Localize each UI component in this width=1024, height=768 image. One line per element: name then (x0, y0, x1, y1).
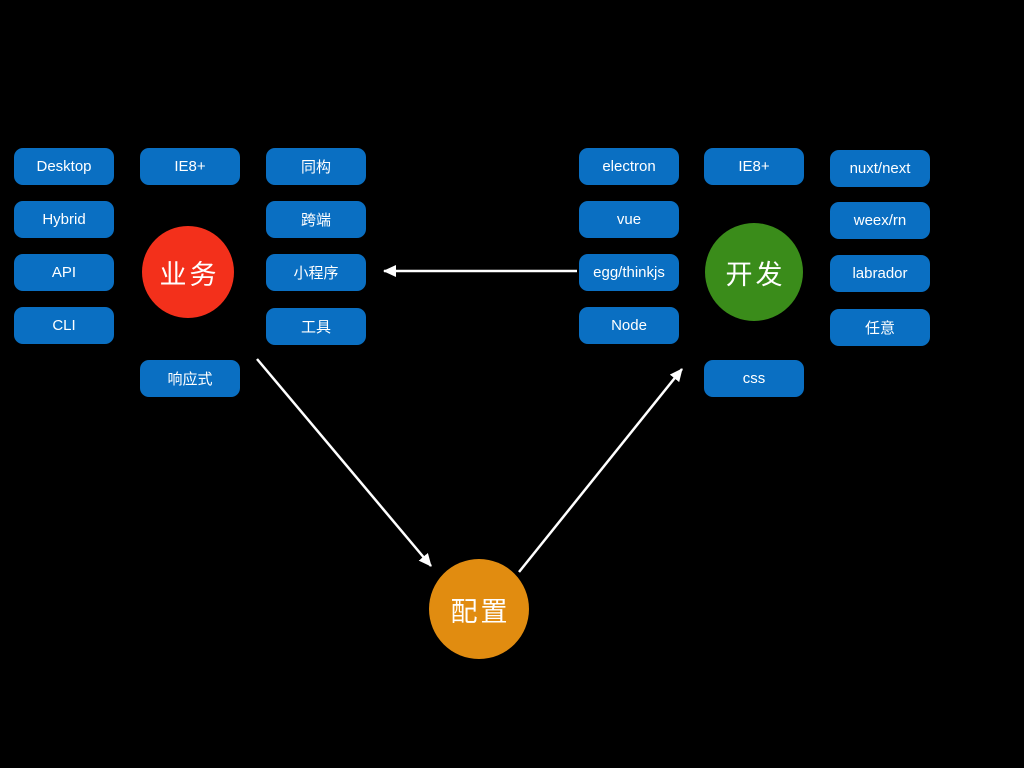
config-circle: 配置 (429, 559, 529, 659)
pill-tools: 工具 (266, 308, 366, 345)
pill-labrador: labrador (830, 255, 930, 292)
pill-api: API (14, 254, 114, 291)
pill-css: css (704, 360, 804, 397)
pill-weex-rn: weex/rn (830, 202, 930, 239)
pill-hybrid: Hybrid (14, 201, 114, 238)
pill-desktop: Desktop (14, 148, 114, 185)
pill-vue: vue (579, 201, 679, 238)
arrow-business-to-config (256, 358, 432, 567)
pill-electron: electron (579, 148, 679, 185)
pill-isomorphic: 同构 (266, 148, 366, 185)
pill-egg-thinkjs: egg/thinkjs (579, 254, 679, 291)
business-circle: 业务 (142, 226, 234, 318)
pill-node: Node (579, 307, 679, 344)
pill-ie8-right: IE8+ (704, 148, 804, 185)
pill-miniprogram: 小程序 (266, 254, 366, 291)
arrow-config-to-develop (518, 368, 683, 573)
pill-crossend: 跨端 (266, 201, 366, 238)
pill-cli: CLI (14, 307, 114, 344)
pill-any: 任意 (830, 309, 930, 346)
pill-nuxt-next: nuxt/next (830, 150, 930, 187)
pill-responsive: 响应式 (140, 360, 240, 397)
pill-ie8-left: IE8+ (140, 148, 240, 185)
develop-circle: 开发 (705, 223, 803, 321)
